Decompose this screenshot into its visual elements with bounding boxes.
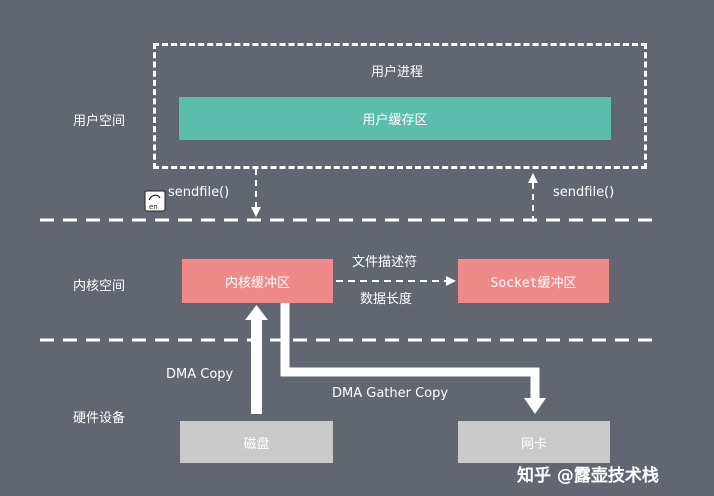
user-buffer-box: 用户缓存区: [179, 97, 611, 140]
socket-buffer-label: Socket缓冲区: [490, 275, 577, 291]
dma-copy-arrow-head: [245, 305, 268, 320]
kernel-buffer-label: 内核缓冲区: [224, 275, 290, 291]
zone-label-kernel-space: 内核空间: [73, 279, 126, 294]
user-buffer-label: 用户缓存区: [362, 113, 428, 128]
dma-copy-arrow-shaft: [251, 318, 262, 414]
ime-indicator-icon: en: [144, 190, 166, 212]
dma-gather-copy-path: [280, 303, 540, 400]
user-process-label: 用户进程: [371, 65, 424, 80]
kernel-buffer-box: 内核缓冲区: [182, 259, 333, 303]
zone-label-user-space: 用户空间: [73, 114, 126, 129]
nic-box: 网卡: [458, 421, 610, 463]
socket-buffer-box: Socket缓冲区: [458, 259, 609, 303]
nic-label: 网卡: [520, 436, 547, 452]
dma-gather-copy-label: DMA Gather Copy: [332, 386, 449, 401]
zone-label-hardware: 硬件设备: [73, 411, 126, 426]
dma-copy-label: DMA Copy: [166, 367, 234, 382]
sendfile-down-label: sendfile(): [168, 185, 230, 200]
user-process-frame: [153, 43, 647, 169]
disk-label: 磁盘: [243, 436, 270, 452]
svg-text:en: en: [149, 203, 158, 211]
watermark: 知乎 @露壶技术栈: [517, 466, 659, 486]
sendfile-up-label: sendfile(): [553, 185, 615, 200]
disk-box: 磁盘: [180, 421, 333, 463]
data-length-label: 数据长度: [360, 292, 413, 307]
dma-gather-copy-arrow-head: [524, 398, 546, 414]
file-descriptor-label: 文件描述符: [352, 255, 418, 270]
